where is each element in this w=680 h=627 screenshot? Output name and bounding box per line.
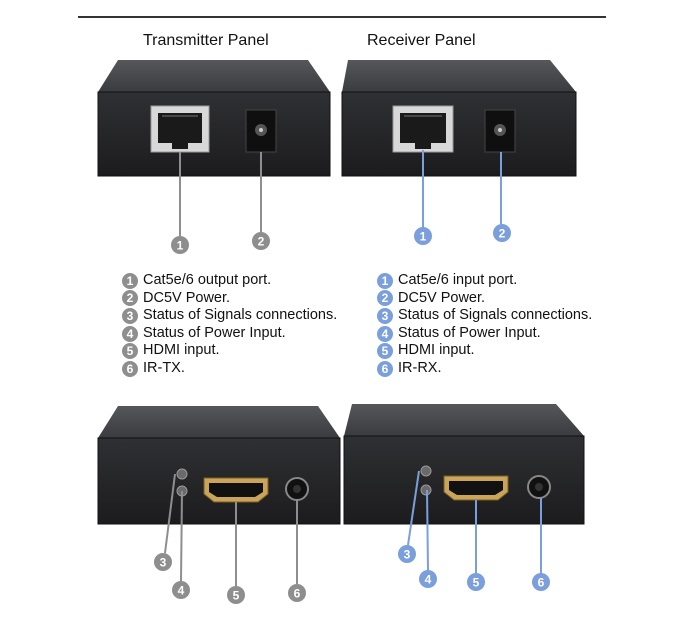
svg-text:3: 3	[160, 556, 167, 570]
ir-jack-icon	[527, 475, 551, 499]
hdmi-port-icon	[443, 475, 509, 501]
receiver-box-top	[341, 60, 577, 177]
svg-text:5: 5	[233, 589, 240, 603]
transmitter-panel-title: Transmitter Panel	[143, 32, 269, 49]
callout-marker: 3	[398, 545, 416, 563]
svg-text:5: 5	[473, 576, 480, 590]
receiver-box-bottom	[343, 404, 585, 525]
dc-power-jack-icon	[484, 109, 516, 153]
callout-marker: 5	[227, 586, 245, 604]
transmitter-box-bottom	[97, 406, 341, 525]
callout-marker: 6	[532, 573, 550, 591]
transmitter-box-top	[97, 60, 331, 177]
svg-text:4: 4	[425, 573, 432, 587]
ethernet-port-icon	[392, 105, 454, 153]
receiver-panel-title: Receiver Panel	[367, 32, 476, 49]
svg-text:1: 1	[177, 239, 184, 253]
svg-text:2: 2	[499, 227, 506, 241]
callout-marker: 2	[493, 224, 511, 242]
callout-marker: 6	[288, 584, 306, 602]
svg-text:6: 6	[538, 576, 545, 590]
callout-marker: 1	[414, 227, 432, 245]
ir-jack-icon	[285, 477, 309, 501]
callout-marker: 3	[154, 553, 172, 571]
callout-marker: 2	[252, 232, 270, 250]
dc-power-jack-icon	[245, 109, 277, 153]
hdmi-port-icon	[203, 477, 269, 503]
svg-text:4: 4	[178, 584, 185, 598]
svg-text:2: 2	[258, 235, 265, 249]
led-indicator-icon	[420, 465, 432, 496]
callout-marker: 1	[171, 236, 189, 254]
ethernet-port-icon	[150, 105, 210, 153]
top-divider	[78, 16, 606, 18]
callout-marker: 4	[419, 570, 437, 588]
svg-text:3: 3	[404, 548, 411, 562]
callout-marker: 5	[467, 573, 485, 591]
svg-text:1: 1	[420, 230, 427, 244]
callout-marker: 4	[172, 581, 190, 599]
svg-text:6: 6	[294, 587, 301, 601]
